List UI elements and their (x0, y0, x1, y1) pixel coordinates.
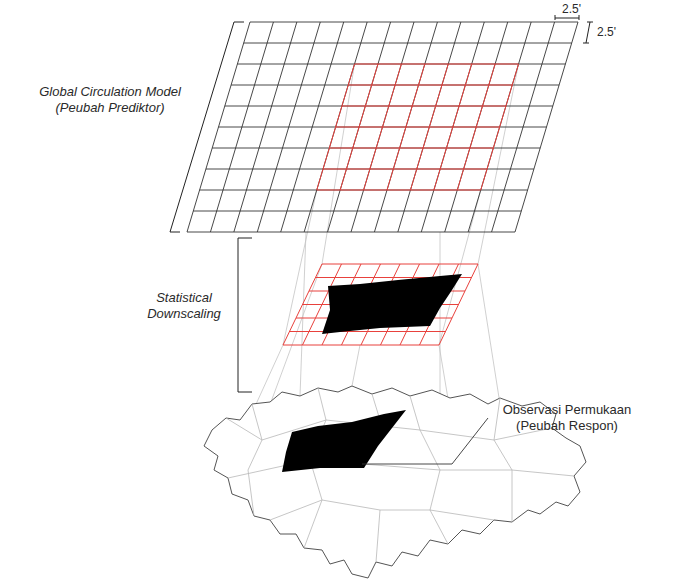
grid-line (219, 127, 547, 128)
gcm-bracket (170, 22, 244, 232)
grid-line (225, 106, 553, 107)
grid-line (200, 190, 528, 191)
leader-line (362, 418, 488, 464)
grid-line (212, 148, 540, 149)
study-area (282, 410, 406, 472)
projection-line (352, 345, 360, 386)
projection-line (268, 264, 322, 410)
grid-line (322, 264, 478, 265)
grid-line (237, 64, 565, 65)
grid-line (231, 85, 559, 86)
brackets (170, 15, 593, 392)
predictor-grid-line (329, 148, 493, 149)
predictor-grid-line (317, 190, 481, 191)
predictor-grid-line (348, 85, 512, 86)
grid-line (250, 22, 578, 23)
grid-line (283, 345, 439, 346)
downscaling-grid (283, 264, 478, 345)
predictor-grid-line (355, 64, 519, 65)
downscaling-bracket (238, 238, 252, 392)
projection-line (439, 190, 481, 345)
dimension-mark (583, 22, 593, 43)
projection-line (478, 264, 500, 404)
predictor-grid-line (336, 127, 500, 128)
grid-line (290, 331, 446, 332)
method-label: Statistical Downscaling (138, 290, 230, 322)
grid-line (187, 232, 515, 233)
gcm-grid (187, 22, 578, 232)
downscaled-area (322, 274, 462, 334)
projection-line (283, 190, 317, 345)
model-label: Global Circulation Model (Peubah Predikt… (20, 84, 200, 116)
dimension-label: 2.5' (597, 24, 631, 40)
observation-label: Observasi Permukaan (Peubah Respon) (492, 402, 642, 434)
projection-line (440, 232, 441, 394)
predictor-grid-line (323, 169, 487, 170)
dimension-label: 2.5' (562, 1, 596, 17)
predictor-grid-line (342, 106, 506, 107)
grid-line (193, 211, 521, 212)
grid-line (206, 169, 534, 170)
projection-line (300, 232, 306, 396)
grid-line (244, 43, 572, 44)
projection-line (478, 64, 519, 264)
projection-line (322, 64, 355, 264)
